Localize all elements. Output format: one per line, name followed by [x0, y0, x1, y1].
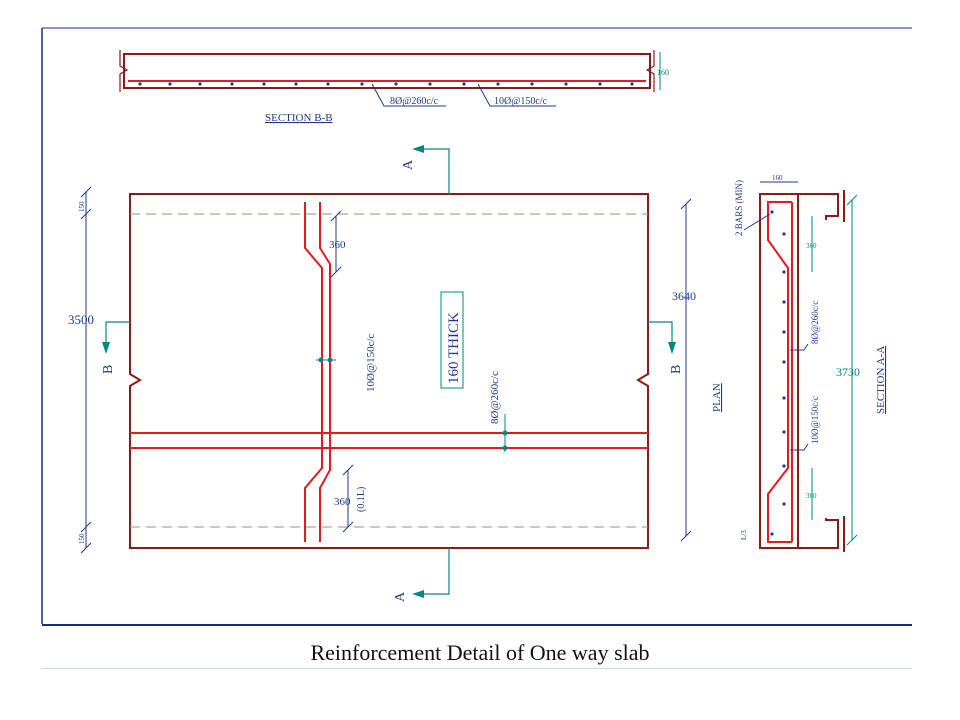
plan-view: 10Ø@150c/c 8Ø@260c/c 160 THICK 360 360 (…	[68, 145, 696, 602]
plan-cut-b-right-arrow	[668, 342, 676, 354]
section-bb-leader-dist	[371, 83, 446, 107]
plan-bend-top-tick2	[330, 266, 342, 278]
section-aa-dist-label: 8Ø@260c/c	[810, 301, 820, 344]
plan-edge-top: 150	[78, 201, 86, 212]
section-bb-slab	[123, 53, 651, 89]
plan-thickness-label: 160 THICK	[446, 312, 462, 384]
section-aa-width: 160	[772, 174, 783, 182]
plan-main-marker-dot-2	[327, 357, 333, 363]
plan-left-tick-2	[80, 208, 92, 220]
section-aa-bars-min: 2 BARS (MIN)	[734, 180, 744, 236]
section-aa-dots	[770, 210, 786, 536]
section-aa-dist-leader	[790, 343, 809, 351]
section-bb: 160 8Ø@260c/c 10Ø@150c/c SECTION B-B	[119, 50, 669, 124]
section-bb-leader-main	[477, 83, 556, 107]
plan-bend-top-tick1	[330, 210, 342, 222]
section-aa-title: SECTION A-A	[875, 346, 887, 414]
plan-slab-outline	[129, 193, 649, 549]
plan-length-value: 3640	[672, 289, 696, 303]
plan-bend-bottom-tick1	[342, 464, 354, 476]
section-aa-bar-bent	[767, 201, 789, 543]
section-bb-title: SECTION B-B	[265, 112, 333, 124]
section-bb-thickness: 160	[657, 68, 669, 77]
plan-right-tick-2	[680, 530, 692, 542]
plan-dist-bar-label: 8Ø@260c/c	[489, 371, 501, 424]
section-aa-bottom-mark: L/3	[740, 530, 748, 540]
section-aa-dim-top-value: 360	[806, 242, 817, 250]
section-aa-support-bottom	[798, 518, 839, 549]
plan-cut-a-top-line	[420, 148, 450, 194]
plan-cut-b-left-line	[105, 321, 130, 346]
section-bb-main-label: 10Ø@150c/c	[494, 96, 548, 107]
section-aa-total-value: 3730	[836, 365, 860, 379]
plan-bend-top-value: 360	[329, 239, 346, 251]
plan-cut-b-right: B	[669, 365, 684, 374]
plan-main-bar-2	[319, 202, 331, 542]
plan-bend-bottom-value: 360	[334, 496, 351, 508]
plan-left-tick-1	[80, 186, 92, 198]
plan-edge-bottom: 150	[78, 533, 86, 544]
section-aa-main-leader	[790, 443, 809, 451]
section-bb-dist-label: 8Ø@260c/c	[390, 96, 439, 107]
plan-bend-note: (0.1L)	[356, 487, 367, 512]
plan-span-value: 3500	[68, 312, 94, 327]
plan-cut-a-bottom-arrow	[412, 590, 424, 598]
plan-dist-marker-dot-1	[502, 430, 508, 436]
section-aa-bars-min-leader	[743, 213, 771, 231]
section-aa-dim-bottom-value: 360	[806, 492, 817, 500]
plan-dist-marker-dot-2	[502, 445, 508, 451]
section-bb-break-right	[645, 50, 655, 92]
plan-cut-a-bottom-line	[420, 548, 450, 595]
plan-right-tick-1	[680, 198, 692, 210]
section-bb-break-left	[119, 50, 129, 92]
plan-bend-bottom-tick2	[342, 521, 354, 533]
section-aa-total-tick1	[846, 194, 858, 206]
plan-main-marker-dot-1	[318, 357, 324, 363]
plan-thickness-box	[440, 291, 464, 389]
footer-rule	[42, 668, 912, 669]
plan-cut-b-left: B	[101, 365, 116, 374]
plan-cut-a-bottom: A	[393, 591, 408, 602]
plan-left-tick-4	[80, 542, 92, 554]
section-aa-slab	[759, 193, 799, 549]
section-aa-total-tick2	[846, 534, 858, 546]
plan-title: PLAN	[711, 383, 723, 412]
figure-caption: Reinforcement Detail of One way slab	[310, 640, 650, 665]
plan-cut-b-left-arrow	[102, 342, 110, 354]
plan-main-bar-1	[304, 202, 323, 542]
plan-cut-a-top-arrow	[412, 145, 424, 153]
section-aa: 160 2 BARS (MIN) 360 360 8Ø@260c/c 10Ø@1…	[734, 174, 860, 552]
section-aa-support-top	[798, 193, 839, 220]
plan-cut-a-top: A	[401, 159, 416, 170]
plan-cut-b-right-line	[648, 321, 673, 346]
section-aa-main-label: 10Ø@150c/c	[810, 396, 820, 444]
section-bb-dots	[138, 82, 634, 86]
plan-left-tick-3	[80, 521, 92, 533]
frame-bottom-line	[42, 624, 912, 626]
plan-main-bar-label: 10Ø@150c/c	[365, 333, 377, 392]
